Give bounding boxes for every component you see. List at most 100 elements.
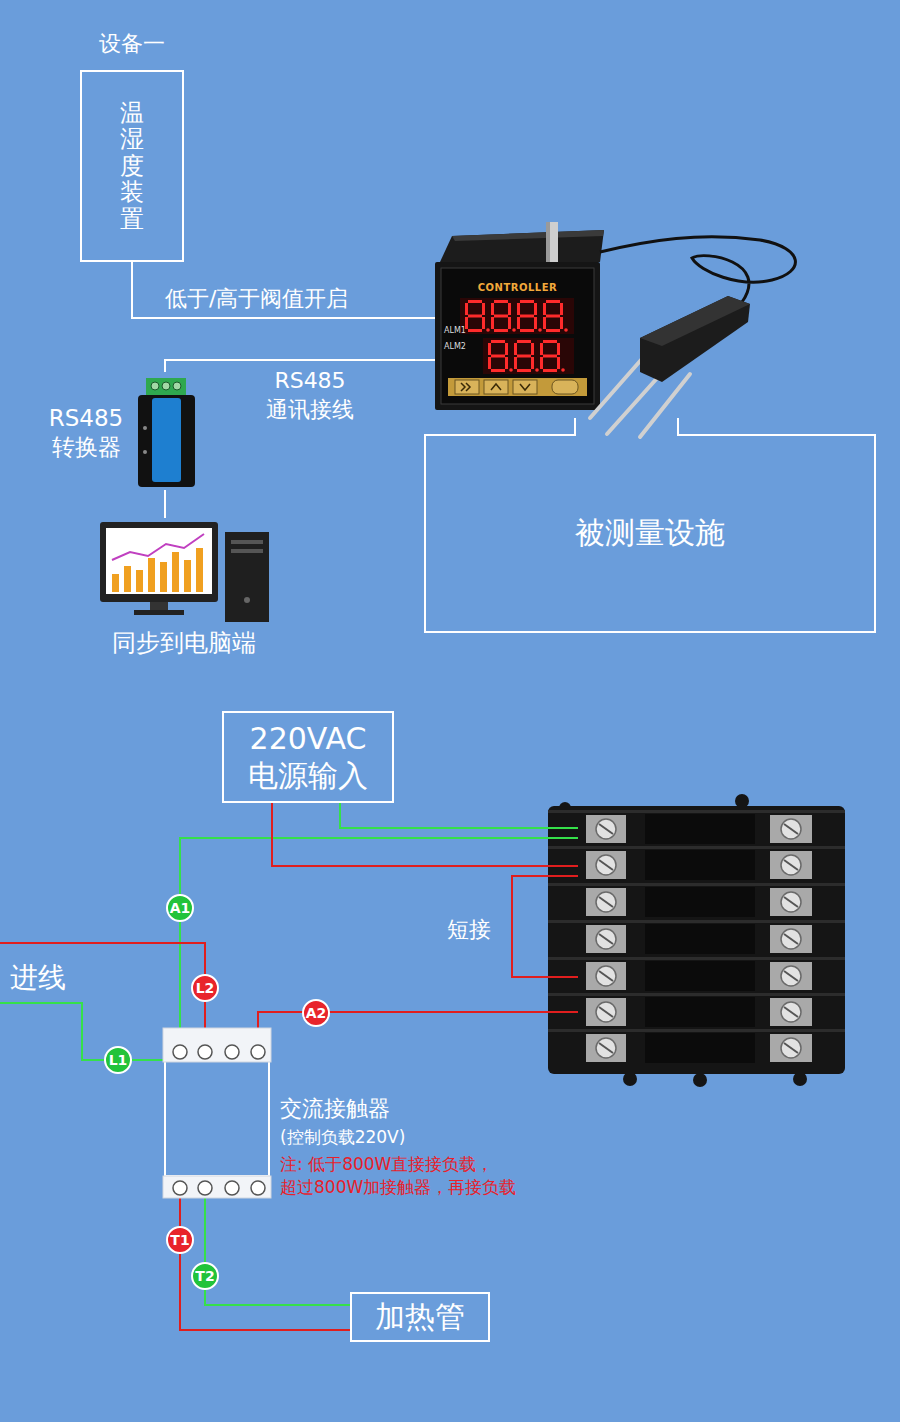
use-shape xyxy=(548,846,845,880)
wiring xyxy=(0,803,578,1330)
circle-shape xyxy=(793,1072,807,1086)
circle-shape xyxy=(735,794,749,808)
polygon-shape xyxy=(640,296,750,382)
input-label: 进线 xyxy=(10,962,66,994)
facility-outline xyxy=(425,418,875,632)
line-shape xyxy=(640,374,690,437)
line-shape xyxy=(590,352,648,418)
circle-shape xyxy=(173,382,181,390)
circle-shape xyxy=(173,1045,187,1059)
rect-shape xyxy=(146,378,186,395)
rect-shape xyxy=(231,540,263,544)
rect-shape xyxy=(184,560,191,592)
rect-shape xyxy=(435,262,600,410)
callout-number: T1 xyxy=(166,1226,194,1254)
path-shape xyxy=(340,803,578,828)
circle-shape xyxy=(244,597,250,603)
use-shape xyxy=(514,340,539,372)
rect-shape xyxy=(513,380,537,394)
panel-brand: CONTROLLER xyxy=(435,282,600,294)
polygon-shape xyxy=(452,230,604,241)
rs485-converter-drawing xyxy=(138,378,195,487)
use-shape xyxy=(548,810,845,844)
callout-number: A2 xyxy=(302,999,330,1027)
use-shape xyxy=(488,340,513,372)
circle-shape xyxy=(143,426,147,430)
edge-label: RS485 通讯接线 xyxy=(248,366,372,424)
polygon-shape xyxy=(640,296,750,346)
edge-label: 低于/高于阀值开启 xyxy=(165,284,415,313)
use-shape xyxy=(548,920,845,954)
use-shape xyxy=(548,883,845,917)
device-label: RS485 转换器 xyxy=(40,404,132,462)
rect-shape xyxy=(172,552,179,592)
box-label: 220VAC 电源输入 xyxy=(232,720,384,795)
callout-number: L1 xyxy=(104,1046,132,1074)
path-shape xyxy=(180,1195,350,1330)
use-shape xyxy=(548,993,845,1027)
rect-shape xyxy=(165,1060,269,1176)
rect-shape xyxy=(231,549,263,553)
circle-shape xyxy=(225,1181,239,1195)
polygon-shape xyxy=(440,230,604,262)
rect-shape xyxy=(134,610,184,615)
use-shape xyxy=(548,1029,845,1063)
rect-shape xyxy=(448,378,587,396)
circle-shape xyxy=(198,1181,212,1195)
use-shape xyxy=(491,300,516,332)
rect-shape xyxy=(136,570,143,592)
terminal-block xyxy=(548,794,845,1087)
node-box: 同步到电脑端 xyxy=(98,518,270,660)
rect-shape xyxy=(100,522,218,602)
soil-sensor xyxy=(590,237,795,437)
path-shape xyxy=(512,876,578,977)
callout-number: A1 xyxy=(166,894,194,922)
rect-shape xyxy=(106,528,212,594)
path-shape xyxy=(205,1195,350,1305)
device-frame: 温湿度装置 xyxy=(80,70,184,262)
circle-shape xyxy=(623,1072,637,1086)
indicator-label: ALM2 xyxy=(444,342,466,351)
part-note: (控制负载220V) xyxy=(280,1126,405,1149)
circle-shape xyxy=(198,1045,212,1059)
rect-shape xyxy=(548,806,845,1074)
connector-line xyxy=(132,262,435,318)
rect-shape xyxy=(196,548,203,592)
computer-drawing xyxy=(100,522,269,622)
controller-drawing xyxy=(435,222,604,410)
node-box: RS485 转换器 xyxy=(40,372,200,490)
rect-shape xyxy=(152,398,181,482)
rect-shape xyxy=(552,380,578,394)
region-label: 被测量设施 xyxy=(575,513,725,554)
device-label: 同步到电脑端 xyxy=(98,628,270,658)
indicator-label: ALM1 xyxy=(444,326,466,335)
rect-shape xyxy=(460,298,574,334)
rect-shape xyxy=(112,574,119,592)
contactor-drawing xyxy=(163,1028,271,1198)
circle-shape xyxy=(251,1045,265,1059)
node-box: 220VAC 电源输入 xyxy=(222,711,394,803)
circle-shape xyxy=(693,1073,707,1087)
rect-shape xyxy=(163,1176,271,1198)
node-box: 加热管 xyxy=(350,1292,490,1342)
path-shape xyxy=(272,803,578,866)
rect-shape xyxy=(484,380,508,394)
use-shape xyxy=(540,340,565,372)
jumper-label: 短接 xyxy=(447,915,491,945)
vertical-label: 温湿度装置 xyxy=(120,100,144,232)
rect-shape xyxy=(546,222,558,266)
callout-number: T2 xyxy=(191,1262,219,1290)
box-label: 加热管 xyxy=(375,1298,465,1336)
use-shape xyxy=(543,300,568,332)
use-shape xyxy=(517,300,542,332)
circle-shape xyxy=(143,450,147,454)
device-heading: 设备一 xyxy=(80,30,184,58)
node-box: 设备一温湿度装置 xyxy=(80,30,184,262)
use-shape xyxy=(548,957,845,991)
rect-shape xyxy=(160,562,167,592)
path-shape xyxy=(180,838,578,1045)
rect-shape xyxy=(455,380,479,394)
rect-shape xyxy=(163,1028,271,1062)
